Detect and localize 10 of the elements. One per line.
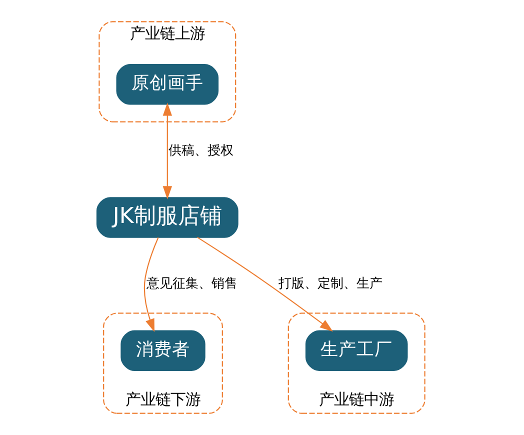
edge-label: 意见征集、销售 — [146, 276, 238, 292]
arrow — [197, 236, 333, 332]
edge-label: 打版、定制、生产 — [278, 276, 383, 292]
arrow — [162, 102, 172, 200]
node-box: 生产工厂 — [305, 330, 408, 371]
node-box: 原创画手 — [116, 64, 219, 105]
node-box: 消费者 — [120, 330, 206, 371]
arrow — [144, 237, 159, 332]
edge-label: 供稿、授权 — [168, 143, 234, 158]
node-box: JK制服店铺 — [96, 197, 238, 238]
